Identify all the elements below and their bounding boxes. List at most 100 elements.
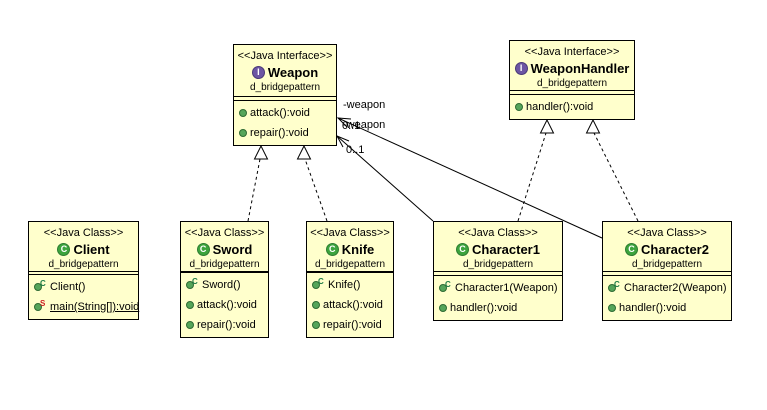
package-name: d_bridgepattern — [48, 259, 119, 270]
method-label: Client() — [50, 281, 86, 293]
class-box-character1[interactable]: <<Java Class>> C Character1 d_bridgepatt… — [433, 221, 563, 321]
class-header: <<Java Class>> C Client d_bridgepattern — [29, 222, 138, 272]
method-row: S main(String[]):void — [34, 297, 140, 317]
class-box-character2[interactable]: <<Java Class>> C Character2 d_bridgepatt… — [602, 221, 732, 321]
class-icon: C — [456, 243, 470, 256]
methods-compartment: C Character2(Weapon) handler():void — [603, 276, 731, 320]
class-header: <<Java Interface>> I Weapon d_bridgepatt… — [234, 45, 336, 97]
class-name: Character1 — [472, 242, 540, 257]
public-method-icon — [608, 304, 616, 312]
method-row: C Knife() — [312, 275, 393, 295]
constructor-marker: C — [40, 278, 46, 288]
public-method-icon — [239, 109, 247, 117]
method-row: handler():void — [608, 298, 731, 318]
public-method-icon — [239, 129, 247, 137]
method-row: C Character1(Weapon) — [439, 278, 562, 298]
method-label: attack():void — [250, 107, 310, 119]
method-label: Character2(Weapon) — [624, 282, 727, 294]
interface-icon: I — [514, 62, 528, 75]
constructor-marker: C — [614, 279, 620, 289]
package-name: d_bridgepattern — [462, 259, 534, 270]
public-method-icon — [186, 281, 194, 289]
attributes-compartment — [29, 272, 138, 275]
realization-arrow-character1-weaponhandler — [517, 118, 555, 222]
class-header: <<Java Class>> C Character2 d_bridgepatt… — [603, 222, 731, 273]
class-header: <<Java Class>> C Knife d_bridgepattern — [307, 222, 393, 272]
realization-arrow-character2-weaponhandler — [585, 118, 639, 222]
method-label: Sword() — [202, 279, 241, 291]
stereotype-label: <<Java Interface>> — [524, 46, 620, 58]
stereotype-label: <<Java Class>> — [627, 227, 707, 239]
methods-compartment: C Character1(Weapon) handler():void — [434, 276, 562, 320]
stereotype-label: <<Java Class>> — [458, 227, 538, 239]
public-method-icon — [312, 281, 320, 289]
class-header: <<Java Class>> C Character1 d_bridgepatt… — [434, 222, 562, 273]
method-row: C Sword() — [186, 275, 268, 295]
association-arrow-character1-weapon — [335, 134, 434, 222]
attributes-compartment — [510, 91, 634, 95]
method-row: repair():void — [312, 315, 393, 335]
constructor-marker: C — [192, 276, 198, 286]
class-icon: C — [625, 243, 639, 256]
association-multiplicity-label: 0..1 — [346, 144, 365, 156]
class-icon: C — [57, 243, 71, 256]
method-label: repair():void — [197, 319, 256, 331]
stereotype-label: <<Java Interface>> — [237, 50, 333, 62]
class-box-knife[interactable]: <<Java Class>> C Knife d_bridgepattern C… — [306, 221, 394, 338]
class-name: Knife — [341, 242, 375, 257]
public-method-icon — [186, 321, 194, 329]
class-name: Character2 — [641, 242, 709, 257]
method-row: attack():void — [239, 103, 336, 123]
realization-arrow-sword-weapon — [247, 144, 269, 222]
public-method-icon — [312, 301, 320, 309]
method-row: C Client() — [34, 277, 138, 297]
association-role-label: -weapon — [343, 119, 386, 131]
public-method-icon — [34, 303, 42, 311]
association-role-label: -weapon — [343, 99, 386, 111]
class-box-client[interactable]: <<Java Class>> C Client d_bridgepattern … — [28, 221, 139, 320]
method-label: handler():void — [450, 302, 518, 314]
class-icon: C — [325, 243, 339, 256]
association-arrow-character2-weapon — [336, 117, 603, 239]
methods-compartment: C Client() S main(String[]):void — [29, 275, 140, 319]
class-box-weaponhandler[interactable]: <<Java Interface>> I WeaponHandler d_bri… — [509, 40, 635, 120]
class-name: WeaponHandler — [530, 61, 630, 76]
method-label: handler():void — [526, 101, 594, 113]
method-label: repair():void — [323, 319, 382, 331]
class-header: <<Java Interface>> I WeaponHandler d_bri… — [510, 41, 634, 92]
attributes-compartment — [234, 97, 336, 101]
method-row: handler():void — [515, 97, 634, 117]
method-row: attack():void — [312, 295, 393, 315]
static-marker: S — [40, 298, 46, 308]
method-row: C Character2(Weapon) — [608, 278, 731, 298]
package-name: d_bridgepattern — [536, 78, 608, 89]
realization-arrow-knife-weapon — [296, 144, 328, 222]
method-label: main(String[]):void — [50, 301, 140, 313]
attributes-compartment — [181, 272, 268, 273]
public-method-icon — [608, 284, 616, 292]
attributes-compartment — [434, 272, 562, 276]
public-method-icon — [34, 283, 42, 291]
methods-compartment: C Knife() attack():void repair():void — [307, 273, 393, 337]
method-label: repair():void — [250, 127, 309, 139]
public-method-icon — [439, 304, 447, 312]
public-method-icon — [186, 301, 194, 309]
class-name: Client — [73, 242, 110, 257]
class-name: Sword — [212, 242, 253, 257]
method-row: repair():void — [239, 123, 336, 143]
class-header: <<Java Class>> C Sword d_bridgepattern — [181, 222, 268, 272]
association-multiplicity-label: 0..1 — [342, 120, 361, 132]
stereotype-label: <<Java Class>> — [310, 227, 390, 239]
class-box-weapon[interactable]: <<Java Interface>> I Weapon d_bridgepatt… — [233, 44, 337, 146]
method-label: Knife() — [328, 279, 361, 291]
interface-icon: I — [251, 66, 265, 79]
method-label: attack():void — [197, 299, 257, 311]
class-box-sword[interactable]: <<Java Class>> C Sword d_bridgepattern C… — [180, 221, 269, 338]
public-method-icon — [439, 284, 447, 292]
method-label: attack():void — [323, 299, 383, 311]
methods-compartment: C Sword() attack():void repair():void — [181, 273, 268, 337]
public-method-icon — [515, 103, 523, 111]
methods-compartment: handler():void — [510, 95, 634, 119]
